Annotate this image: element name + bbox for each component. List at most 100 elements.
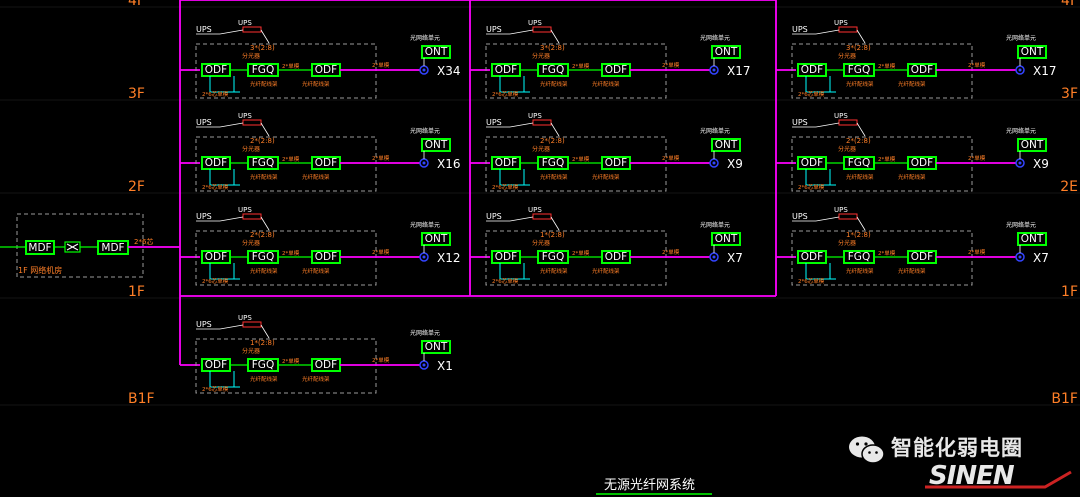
- odf-box-in-label: ODF: [495, 157, 517, 169]
- ont-small-label: 光网络单元: [1006, 34, 1036, 42]
- mdf-room-frame: [16, 213, 144, 278]
- ont-box-label: ONT: [715, 46, 738, 58]
- mdf-box-a-label: MDF: [28, 242, 51, 254]
- odf-box-in: ODF: [797, 250, 827, 264]
- drawing-title: 无源光纤网系统: [604, 478, 695, 493]
- ont-box: ONT: [711, 138, 741, 152]
- floor-label-left: 2F: [128, 179, 145, 195]
- fgq-small-label: 分光器: [242, 52, 260, 60]
- odf-box-in-label: ODF: [205, 359, 227, 371]
- port-label: X17: [727, 64, 751, 78]
- floor-label-right: 1F: [1061, 284, 1078, 300]
- cable-small-label: 2*6芯单模: [492, 277, 519, 285]
- ups-label: UPS: [196, 320, 212, 329]
- ups-label: UPS: [196, 118, 212, 127]
- split-ratio: 1*(2:8): [250, 339, 275, 347]
- odf-box-out-label: ODF: [315, 157, 337, 169]
- output-small-label: 2*单模: [662, 248, 680, 256]
- floor-label-left: B1F: [128, 391, 155, 407]
- port-label: X9: [1033, 157, 1049, 171]
- ont-box: ONT: [1017, 138, 1047, 152]
- wechat-icon: [849, 436, 885, 464]
- outlet-dot: [422, 255, 426, 259]
- odf-small-label-2: 光纤配线架: [592, 173, 620, 181]
- ont-box-frame: [421, 340, 451, 354]
- ups-wire: [260, 122, 270, 137]
- cabinet-frame: [791, 43, 973, 99]
- ont-box-label: ONT: [425, 139, 448, 151]
- odf-box-in: ODF: [201, 156, 231, 170]
- ups-unit: [838, 119, 858, 126]
- cabinet-frame: [791, 136, 973, 192]
- fgq-box-label: FGQ: [848, 64, 870, 76]
- odf-small-label: 光纤配线架: [846, 173, 874, 181]
- odf-box-in: ODF: [491, 250, 521, 264]
- split-ratio: 2*(2:8): [250, 231, 275, 239]
- mdf-caption: 1F 网络机房: [18, 265, 62, 275]
- port-label: X9: [727, 157, 743, 171]
- fiber-small-label: 2*单模: [282, 62, 300, 70]
- odf-box-out: ODF: [601, 156, 631, 170]
- ups-wire: [815, 216, 840, 222]
- ups-small-label: UPS: [528, 19, 542, 27]
- ups-wire: [815, 122, 840, 128]
- ont-box: ONT: [421, 138, 451, 152]
- ups-wire: [509, 122, 534, 128]
- ups-wire: [219, 29, 244, 35]
- ont-small-label: 光网络单元: [410, 34, 440, 42]
- ups-small-label: UPS: [834, 206, 848, 214]
- port-label: X34: [437, 64, 461, 78]
- ont-box-frame: [421, 45, 451, 59]
- fgq-small-label: 分光器: [838, 239, 856, 247]
- mdf-box-b: MDF: [97, 240, 129, 255]
- fgq-small-label: 分光器: [532, 52, 550, 60]
- cabinet-frame: [485, 230, 667, 286]
- odf-box-in-label: ODF: [205, 157, 227, 169]
- outlet-dot: [712, 255, 716, 259]
- cabinet-frame: [195, 43, 377, 99]
- ups-small-label: UPS: [238, 112, 252, 120]
- sinen-logo: SINEN: [925, 461, 1072, 491]
- fgq-box-label: FGQ: [848, 251, 870, 263]
- odf-small-label-2: 光纤配线架: [592, 80, 620, 88]
- fgq-box: FGQ: [247, 358, 279, 372]
- fgq-box: FGQ: [843, 63, 875, 77]
- port-label: X7: [1033, 251, 1049, 265]
- watermark: 智能化弱电圈 SINEN: [845, 428, 1075, 494]
- split-ratio: 3*(2:8): [540, 44, 565, 52]
- fgq-small-label: 分光器: [532, 145, 550, 153]
- ups-unit: [532, 213, 552, 220]
- fiber-small-label: 2*单模: [572, 155, 590, 163]
- odf-box-in-label: ODF: [801, 157, 823, 169]
- ont-box-label: ONT: [1021, 233, 1044, 245]
- mdf-box-b-label: MDF: [101, 242, 124, 254]
- fgq-box: FGQ: [247, 156, 279, 170]
- floor-label-left: 3F: [128, 86, 145, 102]
- cable-small-label: 2*6芯单模: [202, 183, 229, 191]
- ont-box-frame: [421, 138, 451, 152]
- ups-small-label: UPS: [528, 112, 542, 120]
- odf-box-in-label: ODF: [801, 251, 823, 263]
- fgq-small-label: 分光器: [242, 239, 260, 247]
- ups-small-label: UPS: [834, 112, 848, 120]
- outlet-dot: [1018, 68, 1022, 72]
- watermark-text: 智能化弱电圈: [891, 436, 1023, 460]
- output-small-label: 2*单模: [662, 154, 680, 162]
- fiber-small-label: 2*单模: [572, 62, 590, 70]
- fgq-box: FGQ: [537, 250, 569, 264]
- odf-small-label: 光纤配线架: [540, 267, 568, 275]
- ont-box-label: ONT: [715, 233, 738, 245]
- cable-small-label: 2*6芯单模: [492, 90, 519, 98]
- ups-wire: [260, 324, 270, 339]
- fgq-box: FGQ: [537, 63, 569, 77]
- floor-label-right: 3F: [1061, 86, 1078, 102]
- odf-box-in-label: ODF: [495, 251, 517, 263]
- fiber-small-label: 2*单模: [282, 357, 300, 365]
- ont-box-frame: [711, 138, 741, 152]
- fiber-small-label: 2*单模: [572, 249, 590, 257]
